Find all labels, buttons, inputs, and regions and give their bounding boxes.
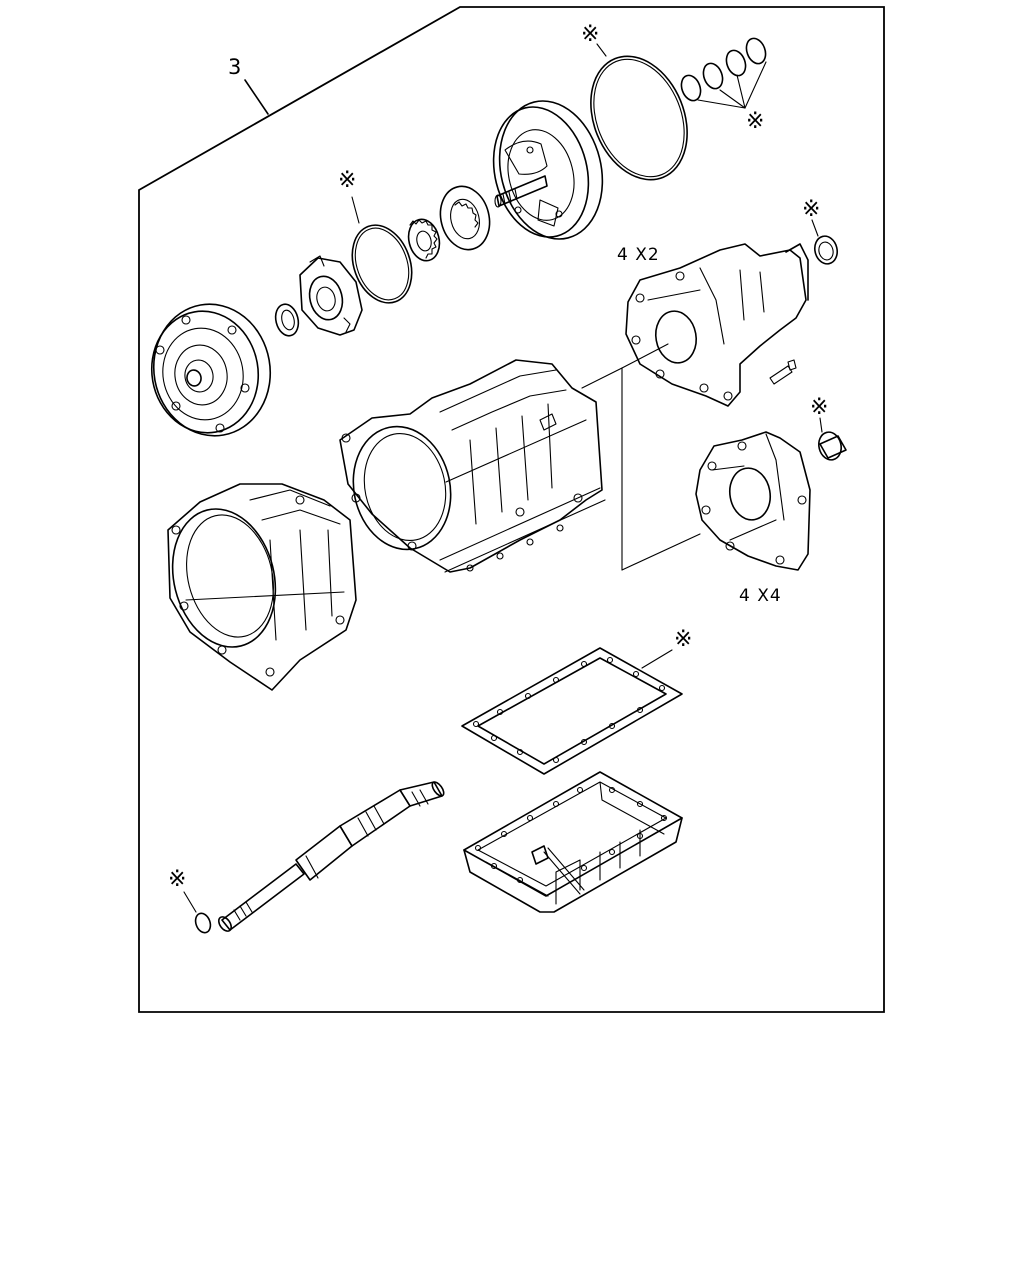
large-o-ring xyxy=(590,55,688,181)
converter-housing xyxy=(167,483,357,691)
variant-label-4x4: 4 X4 xyxy=(739,586,782,606)
transmission-case xyxy=(339,359,606,573)
asterisk-mark-rear-seal-4x2: ※ xyxy=(802,197,820,222)
asterisk-mark-gasket: ※ xyxy=(674,627,692,652)
rear-seal-4x2 xyxy=(814,235,838,265)
pump-o-ring xyxy=(351,224,413,304)
callout-number: 3 xyxy=(228,55,241,79)
callout-leader xyxy=(244,79,269,115)
asterisk-mark-large-o-ring: ※ xyxy=(581,22,599,47)
leader-to-extension-housings xyxy=(581,367,623,389)
oil-pan-gasket xyxy=(461,647,683,775)
stator-support xyxy=(299,255,363,336)
torque-converter xyxy=(150,303,272,437)
kit-boundary-frame xyxy=(138,6,885,1013)
asterisk-mark-shaft-seal: ※ xyxy=(168,867,186,892)
oil-pump-assembly xyxy=(492,100,604,240)
adapter-housing-4x4 xyxy=(695,431,811,571)
pump-outer-gear xyxy=(439,185,491,251)
asterisk-mark-pump-o-ring: ※ xyxy=(338,168,356,193)
shaft-seal-ring xyxy=(194,912,212,934)
oil-pan xyxy=(463,771,683,913)
rear-seal-4x4 xyxy=(818,431,847,461)
extension-housing-4x2 xyxy=(625,243,809,407)
asterisk-mark-rear-seal-4x4: ※ xyxy=(810,395,828,420)
pump-inner-gear xyxy=(407,218,441,262)
seal-rings-set xyxy=(680,37,767,109)
transmission-shaft xyxy=(217,781,445,932)
variant-label-4x2: 4 X2 xyxy=(617,245,660,265)
front-oil-seal xyxy=(274,303,300,337)
asterisk-mark-seal-rings: ※ xyxy=(746,109,764,134)
